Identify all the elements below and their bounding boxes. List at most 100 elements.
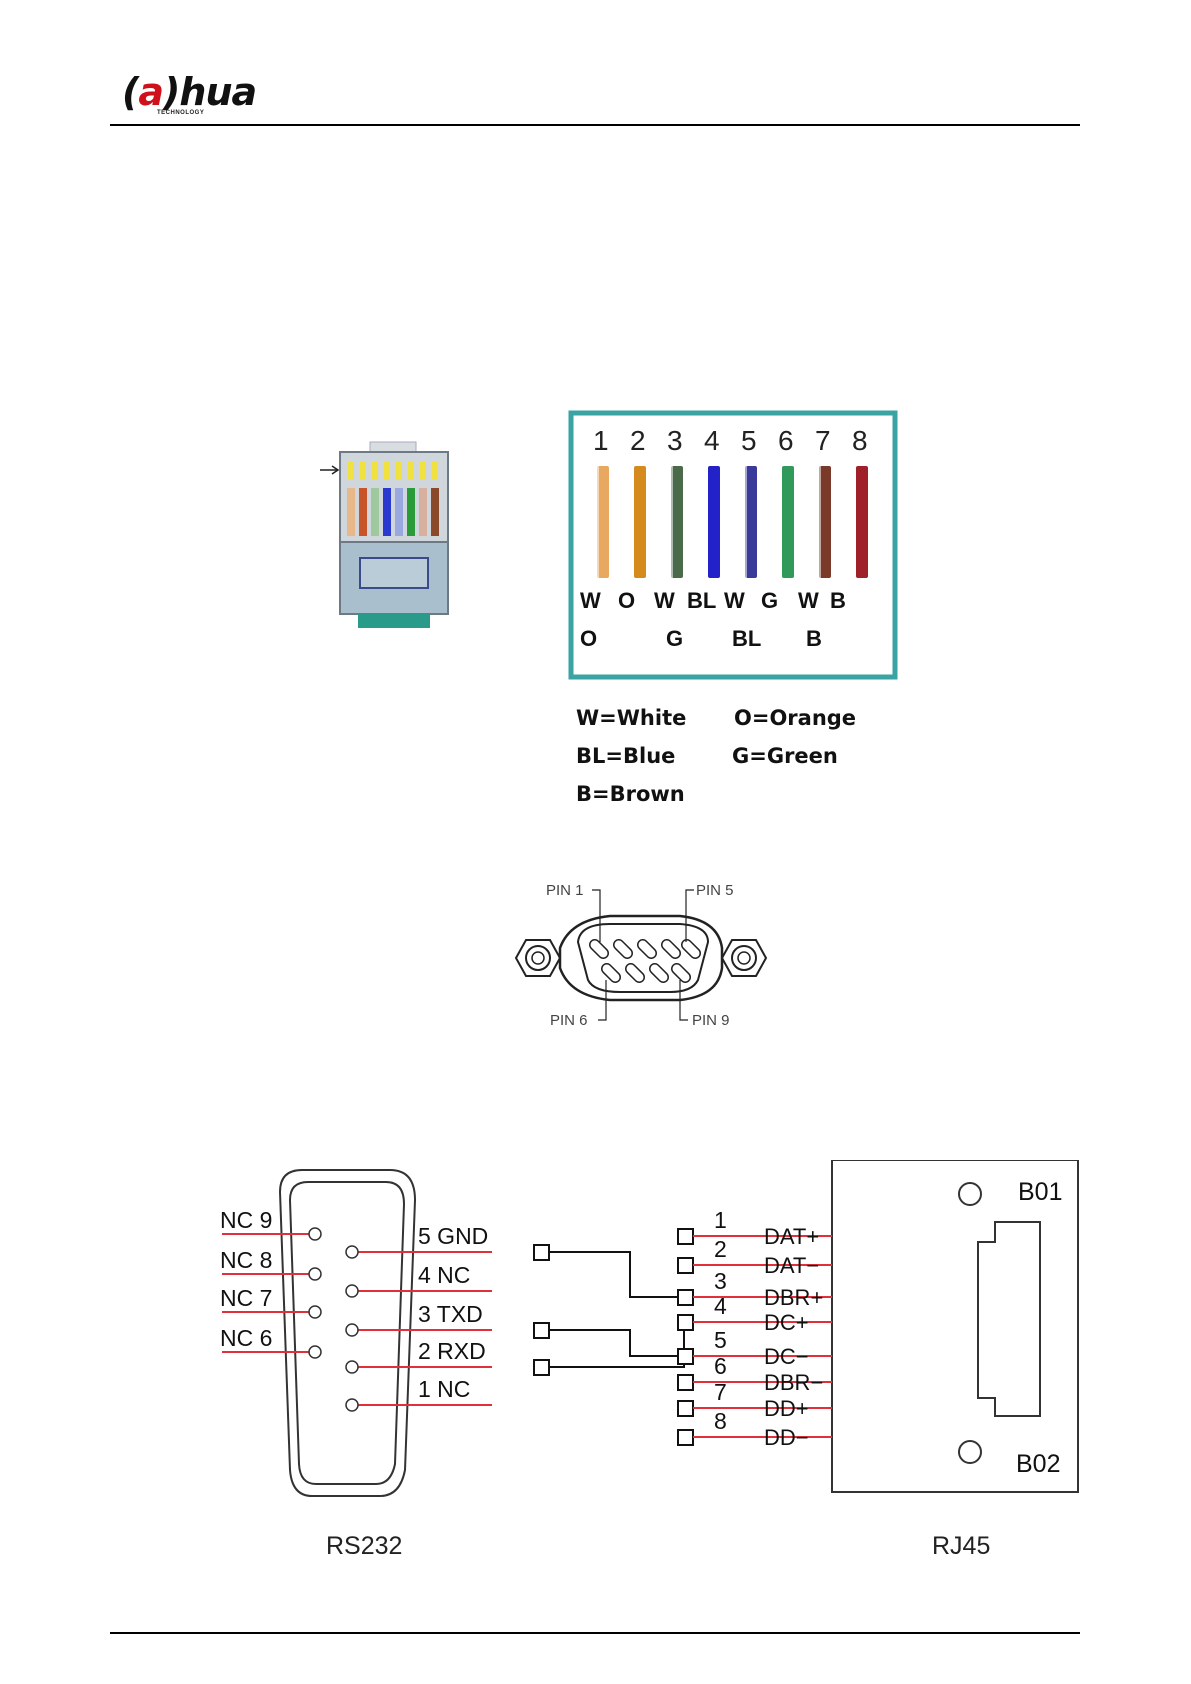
mount-hole-top [959,1183,981,1205]
rj45-terminal-6 [678,1375,693,1390]
rj45-pin-number-2: 2 [714,1236,727,1262]
logo-wordmark: (a)hua [122,70,256,114]
rj45-plug-illustration [318,440,468,640]
rj45-signal-2: DAT− [764,1253,819,1278]
legend-orange: O=Orange [734,706,856,730]
pin-number-3: 3 [667,425,683,456]
caption-rj45: RJ45 [932,1532,990,1561]
right-screw [722,940,766,976]
row1-label-3: W [654,588,675,613]
rj45-terminal-4 [678,1315,693,1330]
pin-number-8: 8 [852,425,868,456]
rj45-signal-6: DBR− [764,1370,823,1395]
rs232-right-label-1: 4 NC [418,1262,470,1288]
wire-stripe-7 [818,466,821,578]
rj45-terminal-3 [678,1290,693,1305]
rs232-right-pin-4 [346,1399,358,1411]
left-screw [516,940,560,976]
rs232-right-pin-0 [346,1246,358,1258]
legend-brown: B=Brown [576,782,685,806]
rj45-signal-3: DBR+ [764,1285,823,1310]
rj45-terminal-2 [678,1258,693,1273]
rs232-left-label-2: NC 7 [220,1285,272,1311]
rj45-pin-number-3: 3 [714,1268,727,1294]
rs232-right-pin-3 [346,1361,358,1373]
wire-strip-8 [856,466,868,578]
dahua-logo: (a)hua TECHNOLOGY [122,70,262,122]
db9-pin6-label: PIN 6 [550,1012,588,1029]
rj45-pin-number-4: 4 [714,1293,727,1319]
wire-strip-2 [634,466,646,578]
wire-strip-6 [782,466,794,578]
rs232-right-label-4: 1 NC [418,1376,470,1402]
board-label-b02: B02 [1016,1450,1060,1478]
rs232-left-label-1: NC 8 [220,1247,272,1273]
wire-txd-to-dc-minus [549,1330,734,1356]
rs232-right-label-2: 3 TXD [418,1301,483,1327]
pin-number-1: 1 [593,425,609,456]
wire-stripe-3 [670,466,673,578]
wire-stripe-5 [744,466,747,578]
row2-label-3: BL [732,626,761,651]
rs232-rj45-wiring-diagram: NC 9 NC 8 NC 7 NC 6 5 GND 4 NC 3 TXD 2 RXD 1 NC… [200,1160,1080,1510]
row1-label-4: BL [687,588,716,613]
rj45-socket-outline [978,1222,1040,1416]
pin-number-7: 7 [815,425,831,456]
wire-rxd-to-dc-plus [549,1322,734,1367]
legend-green: G=Green [732,744,838,768]
legend-white: W=White [576,706,686,730]
db9-pin1-label: PIN 1 [546,882,584,899]
rs232-right-pin-1 [346,1285,358,1297]
row1-label-5: W [724,588,745,613]
rj45-pin-number-7: 7 [714,1379,727,1405]
rs232-right-label-0: 5 GND [418,1223,488,1249]
row1-label-2: O [618,588,635,613]
mount-hole-bottom [959,1441,981,1463]
board-label-b01: B01 [1018,1178,1062,1206]
rj45-terminal-8 [678,1430,693,1445]
rj45-signal-8: DD− [764,1425,809,1450]
rj45-signal-5: DC− [764,1344,809,1369]
rs232-right-pin-2 [346,1324,358,1336]
db9-pin9-label: PIN 9 [692,1012,730,1029]
rj45-board [832,1160,1078,1492]
footer-rule [110,1632,1080,1634]
header-rule [110,124,1080,126]
legend-blue: BL=Blue [576,744,675,768]
rj45-pin-number-5: 5 [714,1327,727,1353]
rs232-left-pin-1 [309,1268,321,1280]
rs232-right-label-3: 2 RXD [418,1338,486,1364]
row2-label-4: B [806,626,822,651]
row2-label-2: G [666,626,683,651]
row2-label-1: O [580,626,597,651]
rj45-pin-number-8: 8 [714,1408,727,1434]
rj45-color-chart: 12345678 WOWBLWGWB OGBLB [568,410,898,680]
wire-gnd-to-dbr-plus [549,1252,734,1297]
pin-number-4: 4 [704,425,720,456]
rs232-left-pin-0 [309,1228,321,1240]
row1-label-7: W [798,588,819,613]
rj45-pin-number-6: 6 [714,1353,727,1379]
rj45-terminal-7 [678,1401,693,1416]
junction-txd [534,1323,549,1338]
row1-label-6: G [761,588,778,613]
junction-rxd [534,1360,549,1375]
rj45-pin-number-1: 1 [714,1207,727,1233]
rs232-left-pin-3 [309,1346,321,1358]
rj45-signal-7: DD+ [764,1396,809,1421]
rj45-terminal-5 [678,1349,693,1364]
junction-gnd [534,1245,549,1260]
db9-pin5-label: PIN 5 [696,882,734,899]
pin-number-6: 6 [778,425,794,456]
rj45-signal-1: DAT+ [764,1224,819,1249]
row1-label-1: W [580,588,601,613]
rs232-left-label-0: NC 9 [220,1207,272,1233]
wire-stripe-1 [596,466,599,578]
rj45-signal-4: DC+ [764,1310,809,1335]
wire-strip-4 [708,466,720,578]
rs232-left-label-3: NC 6 [220,1325,272,1351]
rs232-left-pin-2 [309,1306,321,1318]
rj45-terminal-1 [678,1229,693,1244]
